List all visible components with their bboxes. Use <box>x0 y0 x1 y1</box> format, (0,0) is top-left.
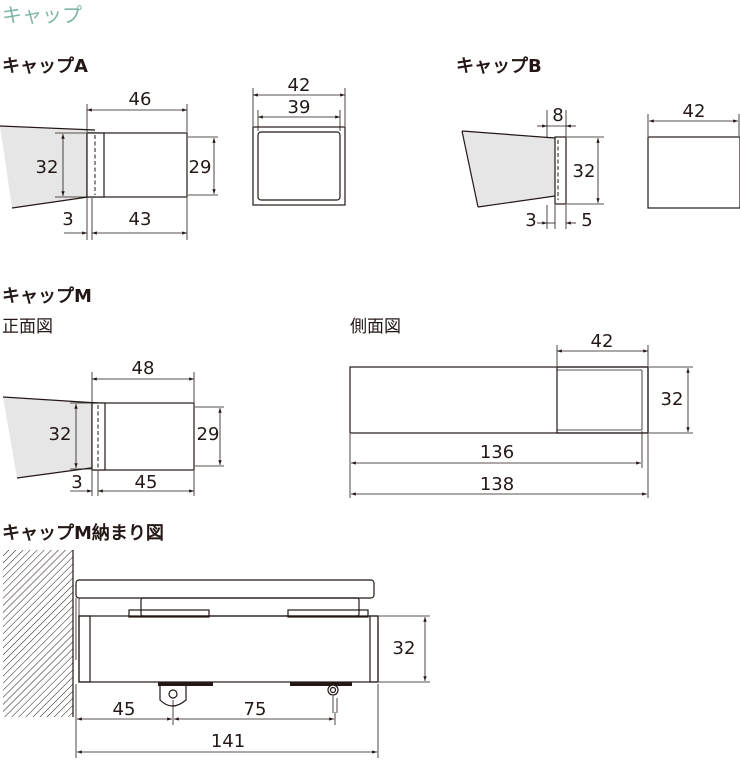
cap-a-dim-height: 32 <box>36 157 59 178</box>
cap-m-front-dim-bottom: 45 <box>135 472 158 493</box>
cap-m-front-title: 正面図 <box>2 317 53 337</box>
cap-m-install-dim-left: 45 <box>113 699 136 720</box>
cap-b-side-view <box>461 110 604 229</box>
cap-a-dim-bottom: 43 <box>129 209 152 230</box>
cap-m-side-title: 側面図 <box>350 317 401 337</box>
cap-m-side-dim-height: 32 <box>661 389 684 410</box>
cap-b-title: キャップB <box>456 55 542 77</box>
cap-a-front-view <box>252 88 346 206</box>
cap-m-front-dim-bottom-left: 3 <box>71 472 82 493</box>
cap-m-side-dim-top: 42 <box>591 331 614 352</box>
cap-b-front-view <box>647 114 740 209</box>
cap-m-install-view <box>3 550 430 758</box>
cap-m-front-dim-height: 32 <box>49 424 72 445</box>
cap-a-side-view <box>0 104 218 240</box>
cap-m-title: キャップM <box>2 285 92 307</box>
cap-b-dim-bottom-right: 5 <box>581 210 592 231</box>
cap-m-side-dim-outer: 138 <box>480 474 514 495</box>
cap-a-dim-top: 46 <box>129 89 152 110</box>
cap-m-install-dim-mid: 75 <box>244 699 267 720</box>
cap-a-title: キャップA <box>2 55 88 77</box>
cap-m-install-dim-total: 141 <box>211 731 245 752</box>
cap-m-install-title: キャップM納まり図 <box>2 522 164 544</box>
cap-m-install-dim-height: 32 <box>393 638 416 659</box>
cap-m-front-view <box>2 372 224 496</box>
cap-a-dim-right: 29 <box>189 157 212 178</box>
cap-a-front-dim-inner: 39 <box>288 97 311 118</box>
cap-m-front-dim-right: 29 <box>197 424 220 445</box>
cap-b-front-dim-width: 42 <box>683 101 706 122</box>
cap-m-side-dim-inner: 136 <box>480 442 514 463</box>
cap-b-dim-height: 32 <box>573 161 596 182</box>
cap-b-dim-top: 8 <box>552 105 563 126</box>
wall-hatch <box>3 550 73 717</box>
cap-m-side-view <box>349 345 693 498</box>
page-title: キャップ <box>2 3 82 27</box>
cap-a-front-dim-outer: 42 <box>288 75 311 96</box>
cap-b-dim-bottom-left: 3 <box>525 210 536 231</box>
cap-m-front-dim-top: 48 <box>132 358 155 379</box>
cap-a-dim-bottom-left: 3 <box>62 209 73 230</box>
